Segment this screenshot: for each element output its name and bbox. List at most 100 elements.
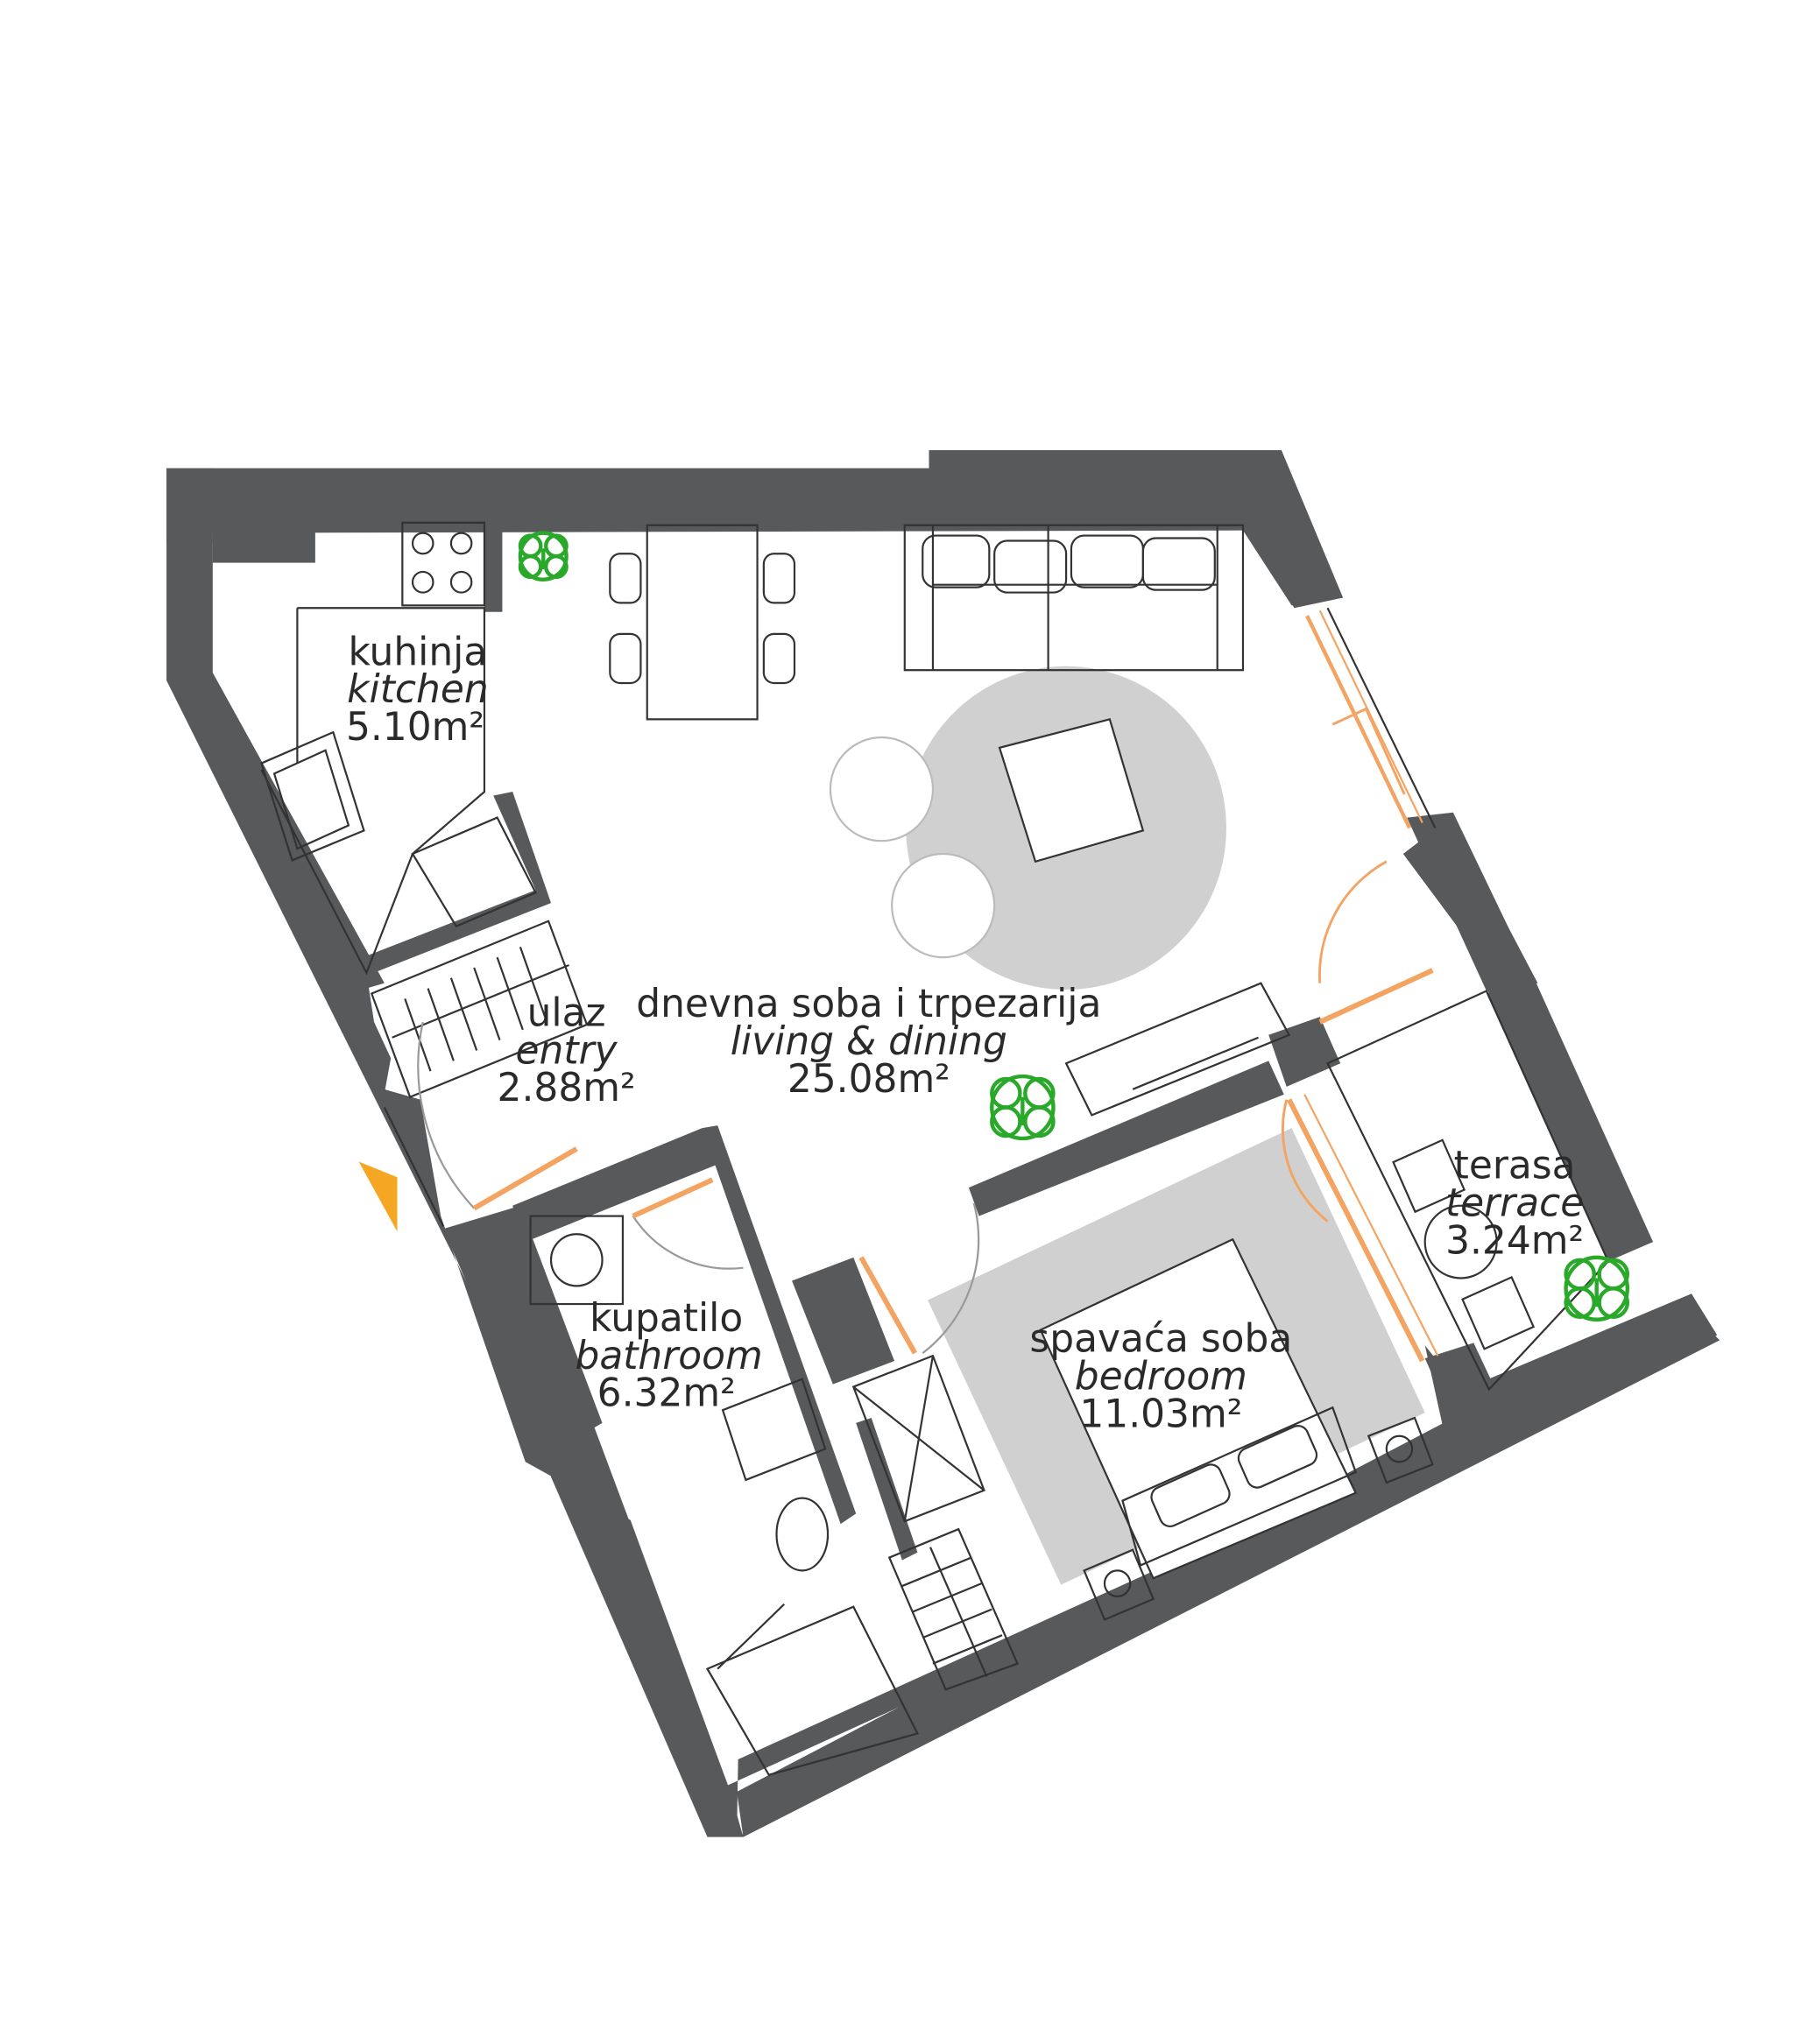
- bathroom-door: [632, 1177, 714, 1219]
- nightstand: [1367, 1416, 1434, 1484]
- bed-headboard: [1121, 1406, 1358, 1567]
- pillow: [1150, 1463, 1231, 1528]
- kitchen-sink-basin: [272, 749, 350, 850]
- room-name-en: terrace: [1445, 1181, 1584, 1225]
- sofa-cushion: [993, 539, 1068, 594]
- terrace-table: [1423, 1204, 1498, 1279]
- wall-pillar: [1402, 817, 1538, 994]
- dining-chair: [762, 553, 796, 604]
- room-label-entry: ulaz entry 2.88m²: [498, 990, 636, 1110]
- room-name-local: ulaz: [527, 990, 606, 1035]
- wall-kitchen-fin: [484, 524, 503, 612]
- stove-burner: [449, 532, 473, 555]
- room-label-living: dnevna soba i trpezarija living & dining…: [636, 982, 1101, 1102]
- wall-kitchen-stub: [212, 524, 315, 563]
- sofa: [903, 524, 1245, 672]
- tv-unit: [1064, 982, 1291, 1117]
- wall-top: [166, 450, 1344, 609]
- plant-icon: [1564, 1255, 1630, 1322]
- room-name-en: entry: [516, 1028, 618, 1073]
- room-name-local: dnevna soba i trpezarija: [636, 982, 1101, 1026]
- wall-kitchen-partition: [356, 792, 552, 977]
- room-area: 25.08m²: [788, 1057, 950, 1102]
- room-area: 2.88m²: [498, 1066, 636, 1110]
- furniture: [260, 521, 1610, 1777]
- bedroom-door-swing: [922, 1202, 980, 1355]
- fridge: [411, 816, 537, 928]
- shower: [705, 1605, 919, 1777]
- living-window-leaf: [1331, 707, 1406, 795]
- window-frame: [383, 1107, 445, 1227]
- room-label-terrace: terasa terrace 3.24m²: [1445, 1144, 1584, 1264]
- entry-door-swing: [417, 1021, 476, 1209]
- room-name-en: bedroom: [1075, 1354, 1247, 1399]
- terrace-door: [1318, 968, 1434, 1025]
- room-name-local: terasa: [1454, 1144, 1576, 1188]
- entry-cabinet: [370, 920, 589, 1099]
- bedroom-window: [1287, 1098, 1425, 1363]
- terrace-door-swing: [1318, 860, 1388, 983]
- wall-terrace-right: [1486, 980, 1654, 1262]
- window-frame: [1326, 607, 1437, 828]
- room-area: 3.24m²: [1445, 1218, 1584, 1263]
- wall-left-middle: [166, 670, 392, 1108]
- terrace-chair: [1392, 1138, 1466, 1214]
- entry-door: [472, 1146, 578, 1211]
- room-name-local: kuhinja: [349, 630, 488, 674]
- living-window: [1305, 615, 1412, 829]
- sofa-cushion: [1070, 534, 1144, 589]
- wall-shaft: [792, 1257, 895, 1385]
- washing-machine: [529, 1215, 625, 1306]
- room-label-kitchen: kuhinja kitchen 5.10m²: [346, 630, 489, 750]
- kitchen-counter: [260, 607, 486, 976]
- room-area: 11.03m²: [1079, 1392, 1242, 1436]
- bedroom-door: [858, 1256, 918, 1355]
- kitchen-sink: [260, 730, 365, 862]
- sofa-cushion: [922, 534, 991, 589]
- armchair: [891, 852, 996, 959]
- stove: [401, 521, 486, 607]
- wall-lower-left: [443, 1208, 744, 1837]
- room-name-en: bathroom: [575, 1334, 762, 1378]
- dining-chair: [609, 632, 642, 685]
- lamp: [1103, 1569, 1132, 1597]
- wall-bedroom-top: [968, 1061, 1284, 1216]
- bed: [1039, 1237, 1358, 1580]
- dining-table: [646, 524, 759, 721]
- bedroom-window-swing: [1281, 1099, 1329, 1223]
- tv: [1132, 1036, 1259, 1090]
- doors: [417, 610, 1439, 1363]
- terrace-chair: [1461, 1275, 1536, 1350]
- wall-block: [1268, 1017, 1341, 1087]
- wardrobe: [887, 1527, 1019, 1691]
- room-name-local: spavaća soba: [1029, 1316, 1292, 1361]
- wall-closet: [856, 1418, 918, 1561]
- wardrobe-slats: [901, 1547, 1003, 1677]
- room-label-bedroom: spavaća soba bedroom 11.03m²: [1029, 1316, 1292, 1436]
- dining-chair: [609, 553, 642, 604]
- toilet: [775, 1497, 830, 1572]
- plants: [518, 531, 1630, 1322]
- stove-burner: [411, 570, 434, 594]
- pillow: [1237, 1425, 1318, 1489]
- room-name-en: kitchen: [347, 667, 489, 712]
- room-area: 6.32m²: [597, 1371, 736, 1416]
- living-window: [1318, 610, 1423, 823]
- bedroom-window: [1303, 1094, 1439, 1357]
- sofa-cushion: [1141, 537, 1216, 591]
- dining-chair: [762, 632, 796, 685]
- room-labels: kuhinja kitchen 5.10m² dnevna soba i trp…: [346, 630, 1584, 1436]
- room-name-en: living & dining: [731, 1019, 1007, 1064]
- lamp: [1385, 1434, 1414, 1463]
- wall-bath-top: [512, 1128, 718, 1243]
- wall-terrace-lower: [1424, 1343, 1497, 1411]
- shower-glass: [717, 1603, 786, 1670]
- wall-bottom: [737, 1293, 1718, 1837]
- armchair: [829, 736, 935, 842]
- plant-icon: [518, 531, 569, 582]
- nightstand: [1083, 1548, 1155, 1621]
- plant-icon: [990, 1074, 1056, 1141]
- entry-arrow-icon: [358, 1161, 398, 1232]
- coffee-table: [998, 717, 1145, 863]
